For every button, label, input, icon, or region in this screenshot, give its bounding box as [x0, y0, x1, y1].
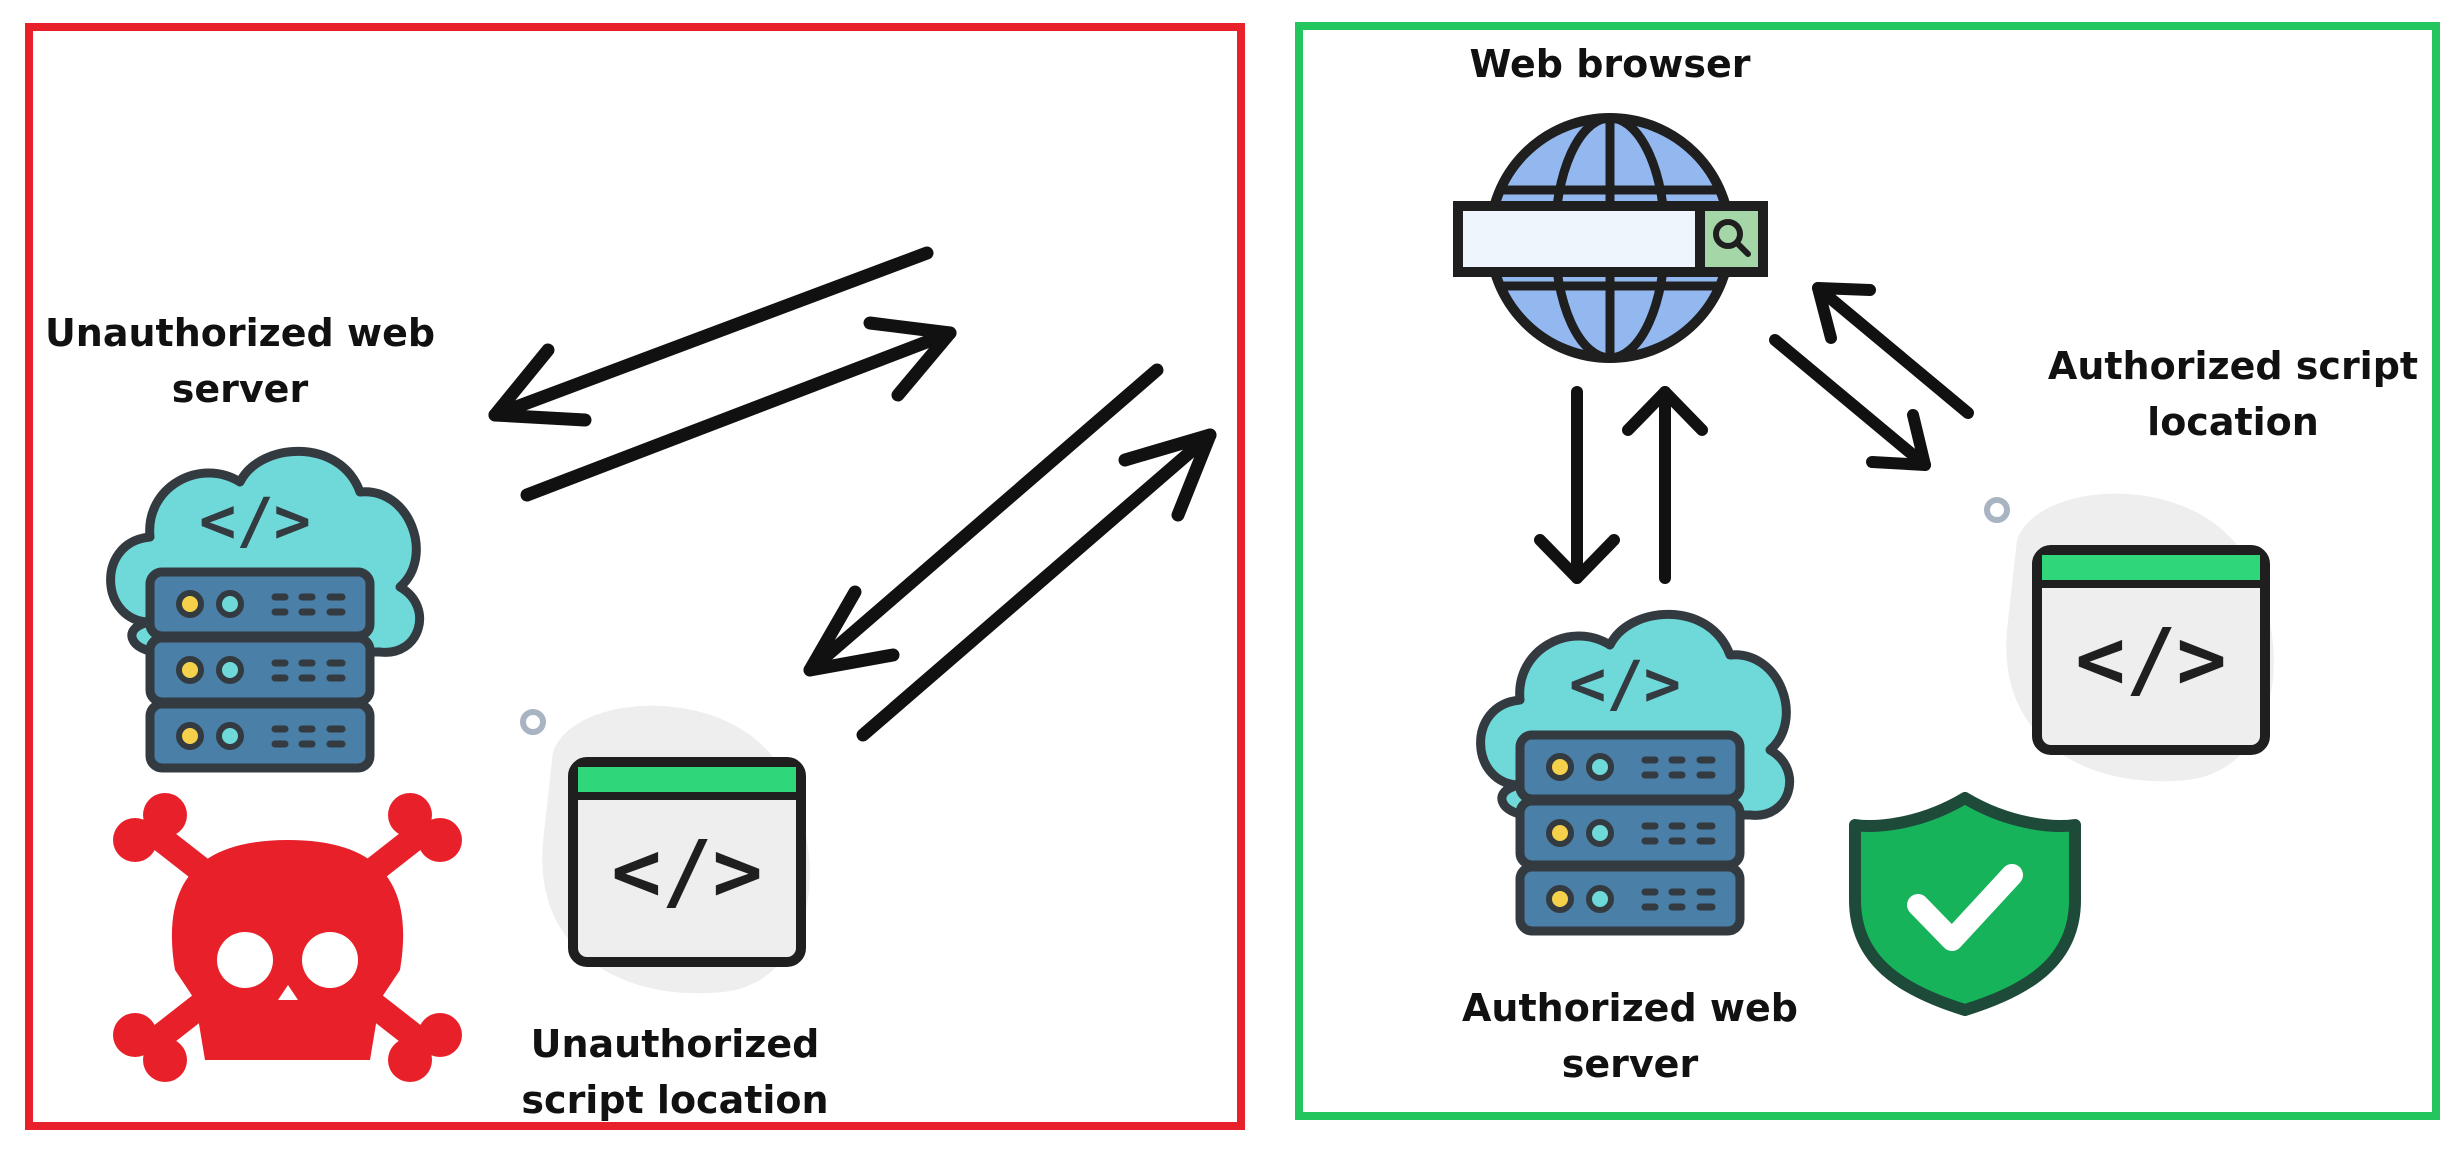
unauthorized-script-label: Unauthorized script location: [521, 1022, 829, 1122]
authorized-script-icon: [1987, 494, 2274, 782]
web-browser-label: Web browser: [1469, 42, 1751, 86]
unauthorized-server-icon: [111, 451, 420, 768]
globe-search-icon: [1453, 113, 1768, 363]
authorized-panel: [1295, 22, 2440, 1120]
authorized-script-label: Authorized script location: [2047, 344, 2419, 444]
unauthorized-script-icon: [523, 706, 810, 994]
authorized-server-icon: [1481, 614, 1790, 931]
shield-check-icon: [1849, 792, 2081, 1016]
right-arrows: [1534, 282, 1974, 584]
authorized-server-label: Authorized web server: [1462, 986, 1798, 1086]
unauthorized-panel: [25, 23, 1245, 1130]
skull-crossbones-icon: [113, 793, 462, 1082]
unauthorized-server-label: Unauthorized web server: [44, 311, 436, 411]
left-arrows: [488, 246, 1217, 742]
